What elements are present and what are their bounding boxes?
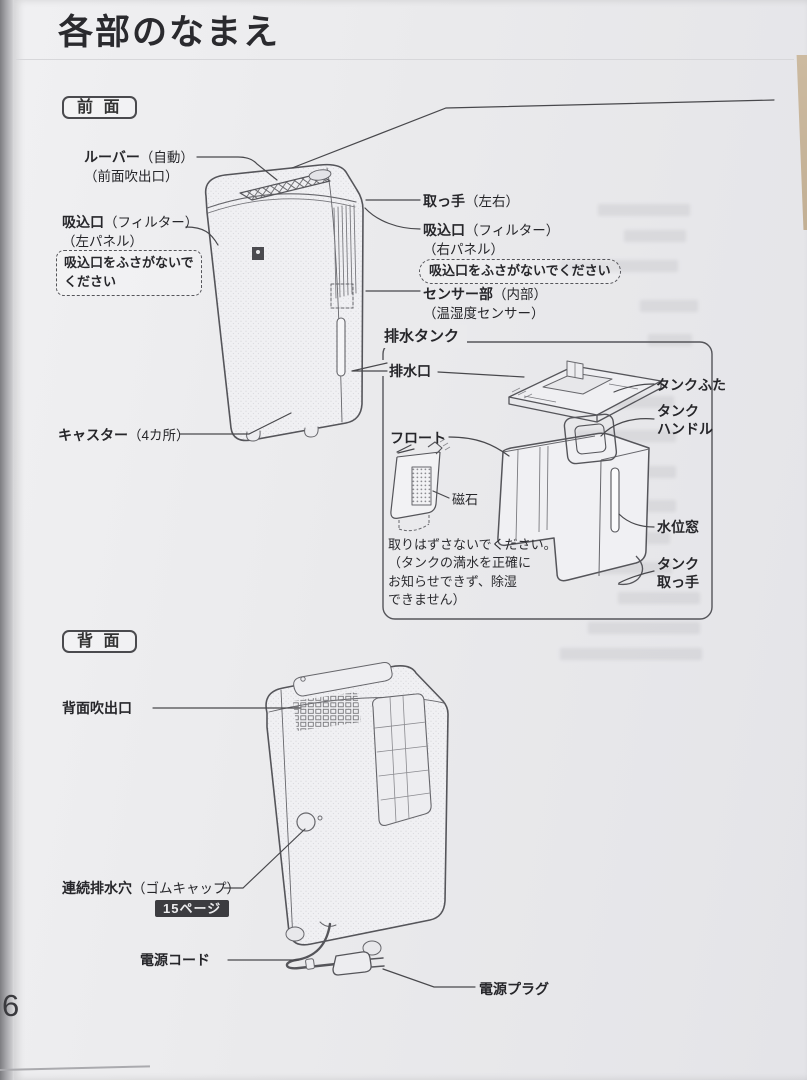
tank-body-illustration <box>497 413 650 586</box>
title-divider <box>16 59 794 60</box>
label-intake-right-name: 吸込口 <box>423 222 465 238</box>
label-handle-name: 取っ手 <box>423 193 465 209</box>
page-bleedthrough <box>624 230 686 242</box>
label-intake-right: 吸込口（フィルター） （右パネル） <box>423 221 559 259</box>
label-intake-right-line2: （右パネル） <box>423 241 504 257</box>
tank-note-line4: できません） <box>388 592 466 608</box>
label-drain-hole: 連続排水穴（ゴムキャップ） <box>62 879 240 898</box>
float-inset-illustration <box>390 438 451 532</box>
label-back-outlet: 背面吹出口 <box>62 700 132 716</box>
label-tank-handle: タンク ハンドル <box>657 402 713 439</box>
section-badge-back: 背 面 <box>62 630 138 653</box>
label-caster: キャスター（4カ所） <box>58 426 190 445</box>
label-tank-handle-line2: ハンドル <box>657 421 713 438</box>
label-magnet: 磁石 <box>452 492 479 507</box>
page-bleedthrough <box>560 648 702 660</box>
label-tank-handle-line1: タンク <box>657 403 699 419</box>
label-drain-hole-suffix: （ゴムキャップ） <box>132 881 240 896</box>
tank-note: 取りはずさないでください。 （タンクの満水を正確に お知らせできず、除湿 できま… <box>388 536 557 610</box>
section-badge-front: 前 面 <box>62 96 138 119</box>
label-louver-name: ルーバー <box>84 149 140 165</box>
label-louver-suffix: （自動） <box>139 150 194 165</box>
label-drain-outlet: 排水口 <box>389 363 431 379</box>
label-handle-suffix: （左右） <box>465 194 519 209</box>
back-outlet-grille <box>293 692 361 731</box>
label-drain-hole-name: 連続排水穴 <box>62 880 132 896</box>
tank-section-header: 排水タンク <box>383 325 468 348</box>
label-intake-left: 吸込口（フィルター） （左パネル） <box>62 213 198 251</box>
tank-water-level-window <box>610 467 620 533</box>
label-intake-left-suffix: （フィルター） <box>104 215 199 230</box>
label-sensor-suffix: （内部） <box>493 287 547 302</box>
tank-callout-box <box>377 341 713 620</box>
label-tank-grip-line2: 取っ手 <box>657 574 699 591</box>
label-intake-right-suffix: （フィルター） <box>465 223 560 238</box>
page-number: 6 <box>2 988 20 1023</box>
tank-note-line1: 取りはずさないでください。 <box>388 537 557 552</box>
leader-lines <box>152 99 775 988</box>
page-bleedthrough <box>648 334 692 346</box>
label-sensor: センサー部（内部） （温湿度センサー） <box>423 285 547 323</box>
label-intake-left-name: 吸込口 <box>62 214 104 230</box>
label-tank-grip: タンク 取っ手 <box>657 555 699 592</box>
label-sensor-name: センサー部 <box>423 286 493 302</box>
tank-lid-illustration <box>508 360 662 423</box>
label-caster-suffix: （4カ所） <box>128 428 190 443</box>
page-bleedthrough <box>598 204 690 216</box>
note-intake-left: 吸込口をふさがないで ください <box>56 250 202 296</box>
page-bleedthrough <box>640 300 698 312</box>
label-handle: 取っ手（左右） <box>423 192 519 211</box>
float-magnet <box>411 466 432 506</box>
page-ref-badge: 15ページ <box>155 900 230 917</box>
note-intake-left-line1: 吸込口をふさがないで <box>64 255 194 270</box>
note-intake-right-text: 吸込口をふさがないでください <box>429 263 611 278</box>
label-tank-lid: タンクふた <box>656 377 726 393</box>
label-power-cord: 電源コード <box>140 952 210 968</box>
label-louver: ルーバー（自動） （前面吹出口） <box>84 148 194 186</box>
note-intake-left-line2: ください <box>64 273 117 289</box>
back-unit-illustration <box>265 662 449 976</box>
label-caster-name: キャスター <box>58 427 128 443</box>
label-water-window: 水位窓 <box>657 519 699 535</box>
label-tank-grip-line1: タンク <box>657 556 699 572</box>
label-louver-line2: （前面吹出口） <box>84 168 179 184</box>
page-bleedthrough <box>588 622 700 634</box>
label-power-plug: 電源プラグ <box>479 981 549 997</box>
page-title: 各部のなまえ <box>58 13 281 52</box>
front-unit-illustration <box>204 163 364 442</box>
page-bleedthrough <box>618 592 700 604</box>
note-intake-right: 吸込口をふさがないでください <box>419 259 621 284</box>
tank-note-line3: お知らせできず、除湿 <box>388 573 517 589</box>
photo-left-page-edge <box>0 0 14 1080</box>
label-sensor-line2: （温湿度センサー） <box>423 305 545 321</box>
label-float: フロート <box>390 430 446 446</box>
photo-background-sliver <box>796 55 807 230</box>
unit-water-level-window <box>336 317 346 377</box>
rubber-cap <box>296 812 316 832</box>
label-intake-left-line2: （左パネル） <box>62 233 143 249</box>
power-plug-drawing <box>332 951 372 976</box>
tank-note-line2: （タンクの満水を正確に <box>388 555 532 571</box>
